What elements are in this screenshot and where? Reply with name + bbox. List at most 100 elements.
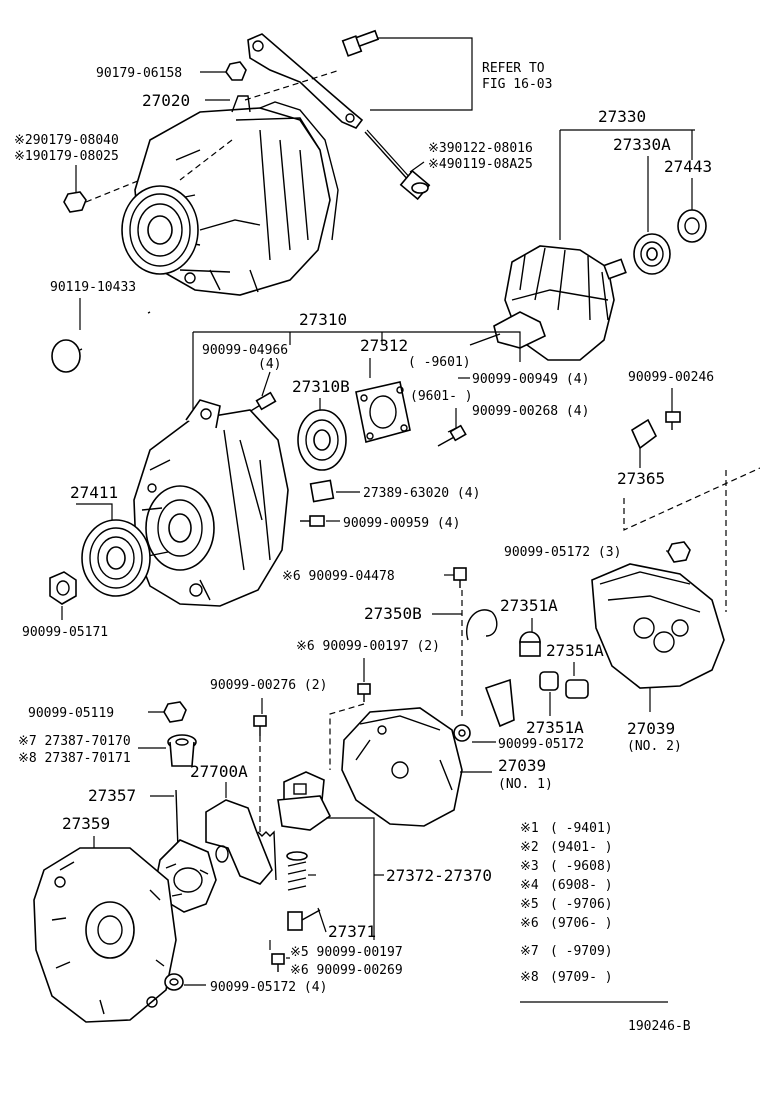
- part-label-27387-70171: ※8 27387-70171: [18, 751, 131, 766]
- part-label-90099-00959: 90099-00959 (4): [343, 516, 460, 531]
- part-label-27443: 27443: [664, 157, 712, 176]
- part-label-27387-70170: ※7 27387-70170: [18, 734, 131, 749]
- part-label-27359: 27359: [62, 814, 110, 833]
- figure-code: 190246-B: [628, 1019, 691, 1034]
- legend-range-8: (9709- ): [550, 970, 613, 985]
- refer-fig-label: FIG 16-03: [482, 77, 552, 92]
- alternator-assembly-27020: [121, 95, 339, 296]
- rectifier-end-frame-27359: [33, 847, 177, 1023]
- part-label-27371: 27371: [328, 922, 376, 941]
- part-label-90099-05172-3: 90099-05172 (3): [504, 545, 621, 560]
- label-no2: (NO. 2): [627, 739, 682, 754]
- part-label-90179-08025: ※190179-08025: [14, 149, 119, 164]
- screw-90099-04478: [453, 567, 467, 588]
- legend-mark-1: ※1: [520, 821, 539, 836]
- clip-27365: [630, 418, 658, 450]
- part-label-90099-04966: 90099-04966: [202, 343, 288, 358]
- refer-bracket-line: [370, 37, 473, 111]
- bolt-90122-08016: [364, 129, 431, 201]
- part-label-90099-00276: 90099-00276 (2): [210, 678, 327, 693]
- part-label-27372-27370: 27372-27370: [386, 866, 492, 885]
- part-label-90099-00268: 90099-00268 (4): [472, 404, 589, 419]
- spring-27372: [286, 851, 308, 891]
- part-label-27351A-1: 27351A: [500, 596, 558, 615]
- cover-27443: [677, 209, 707, 243]
- part-label-90099-04478: ※6 90099-04478: [282, 569, 395, 584]
- range-to-9601: ( -9601): [408, 355, 471, 370]
- legend-mark-7: ※7: [520, 944, 539, 959]
- legend-range-4: (6908- ): [550, 878, 613, 893]
- part-label-27310B: 27310B: [292, 377, 350, 396]
- part-label-27039-no2: 27039: [627, 719, 675, 738]
- part-label-27351A-2: 27351A: [546, 641, 604, 660]
- regulator-cover-27700A: [205, 799, 273, 885]
- part-label-27411: 27411: [70, 483, 118, 502]
- terminal-insulator-27387: [167, 734, 197, 767]
- part-label-27389-63020: 27389-63020 (4): [363, 486, 480, 501]
- part-label-27039-no1: 27039: [498, 756, 546, 775]
- part-label-27020: 27020: [142, 91, 190, 110]
- nut-90099-05119: [163, 701, 187, 723]
- legend-range-1: ( -9401): [550, 821, 613, 836]
- screw-90099-00246: [665, 411, 681, 430]
- insulator-27351A-2: [565, 679, 589, 699]
- legend-mark-3: ※3: [520, 859, 539, 874]
- drive-end-frame-27310: [133, 399, 289, 607]
- legend-range-5: ( -9706): [550, 897, 613, 912]
- part-label-90099-05171: 90099-05171: [22, 625, 108, 640]
- nut-90179-08025: [63, 191, 87, 213]
- rotor-27330: [469, 245, 627, 361]
- legend-mark-2: ※2: [520, 840, 539, 855]
- part-label-27330A: 27330A: [613, 135, 671, 154]
- part-label-90179-08040: ※290179-08040: [14, 133, 119, 148]
- regulator-spring-coils: [257, 830, 277, 881]
- screw-90099-00197: [357, 683, 371, 702]
- insulator-27351A-1: [519, 631, 541, 657]
- part-label-27330: 27330: [598, 107, 646, 126]
- nut-90099-05171: [49, 571, 77, 605]
- range-from-9601: (9601- ): [410, 389, 473, 404]
- screw-90099-00949: [437, 424, 467, 447]
- label-no1: (NO. 1): [498, 777, 553, 792]
- legend-mark-8: ※8: [520, 970, 539, 985]
- insulator-27351A-3: [539, 671, 559, 691]
- part-label-27357: 27357: [88, 786, 136, 805]
- part-label-90099-05172: 90099-05172: [498, 737, 584, 752]
- legend-mark-4: ※4: [520, 878, 539, 893]
- part-label-27310: 27310: [299, 310, 347, 329]
- nut-90099-05172-3: [667, 541, 691, 563]
- qty-90099-04966: (4): [258, 357, 281, 372]
- nut-90179-06158: [225, 61, 247, 81]
- refer-to-label: REFER TO: [482, 61, 545, 76]
- part-label-90119-08A25: ※490119-08A25: [428, 157, 533, 172]
- bolt-90119-10433: [51, 311, 151, 373]
- part-label-27350B: 27350B: [364, 604, 422, 623]
- part-label-90099-00197-2: ※6 90099-00197 (2): [296, 639, 440, 654]
- part-label-90099-05119: 90099-05119: [28, 706, 114, 721]
- nut-90099-05172-4: [164, 973, 184, 991]
- bearing-27310B: [297, 409, 347, 471]
- part-label-90119-10433: 90119-10433: [50, 280, 136, 295]
- legend-range-2: (9401- ): [550, 840, 613, 855]
- part-label-90179-06158: 90179-06158: [96, 66, 182, 81]
- screw-90099-00959: [300, 515, 325, 527]
- retainer-plate-27312: [355, 381, 411, 443]
- screw-90099-00197-00269: [271, 953, 285, 972]
- part-label-90099-00197-5: ※5 90099-00197: [290, 945, 403, 960]
- part-label-27700A: 27700A: [190, 762, 248, 781]
- bracket-bolt: [341, 29, 380, 57]
- part-label-27351A-3: 27351A: [526, 718, 584, 737]
- part-label-90122-08016: ※390122-08016: [428, 141, 533, 156]
- insulator-27389-63020: [309, 479, 335, 503]
- date-range-legend: ※1 ( -9401) ※2 (9401- ) ※3 ( -9608) ※4 (…: [520, 821, 668, 1003]
- part-label-90099-00949: 90099-00949 (4): [472, 372, 589, 387]
- legend-range-6: (9706- ): [550, 916, 613, 931]
- part-label-90099-00269-6: ※6 90099-00269: [290, 963, 403, 978]
- part-label-27312: 27312: [360, 336, 408, 355]
- part-label-27365: 27365: [617, 469, 665, 488]
- legend-mark-6: ※6: [520, 916, 539, 931]
- part-label-90099-05172-4: 90099-05172 (4): [210, 980, 327, 995]
- rear-end-cover-27039-no1: [341, 707, 463, 827]
- legend-range-7: ( -9709): [550, 944, 613, 959]
